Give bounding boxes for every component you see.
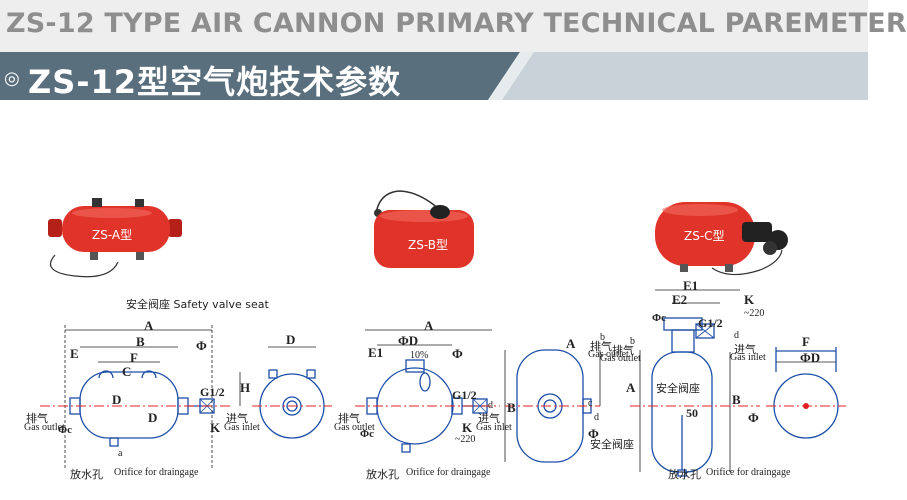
a-inlet-cn: 进气 [226,412,248,425]
b-dim-phi: Φ [452,346,463,361]
drawing-a-side [259,369,325,439]
a-drain-en: Orifice for draingage [114,467,199,478]
a-dim-phi: Φ [196,338,207,353]
b-drain-cn: 放水孔 [366,468,399,481]
header-top-bar [0,0,868,52]
a-dim-K: K [210,420,221,435]
b-dim-G12: G1/2 [452,388,477,402]
c-side-dim-phiD: ΦD [800,350,821,365]
a-dim-D: D [112,392,122,407]
b-side-dim-b: b [600,332,605,343]
a-valve-seat-label: 安全阀座 Safety valve seat [126,298,269,311]
b-dim-d: d [488,400,493,411]
c-dim-d: d [734,330,739,341]
tank-b-photo [374,190,474,268]
c-inlet-cn: 进气 [734,343,756,356]
b-dim-phiD: ΦD [398,333,419,348]
b-exhaust-en: Gas outlet [334,422,375,433]
c-dim-B: B [732,392,741,407]
a-dim-B: B [136,334,145,349]
a-dim-H: H [240,380,251,395]
c-dim-phi: Φ [748,410,759,425]
a-exhaust-cn: 排气 [26,412,48,425]
a-inlet-en: Gas inlet [224,422,260,433]
a-dim-G12: G1/2 [200,385,225,399]
technical-drawings [40,289,846,477]
center-dot [803,403,809,409]
english-title: ZS-12 TYPE AIR CANNON PRIMARY TECHNICAL … [6,8,907,39]
c-dim-E1: E1 [683,278,699,293]
c-exhaust-en: Gas outlet [600,353,641,364]
c-dim-phic: Φc [652,312,667,324]
b-side-dim-A: A [566,336,576,351]
b-side-dim-d: d [594,412,599,423]
c-valve-seat: 安全阀座 [656,382,700,395]
b-drain-en: Orifice for draingage [406,467,491,478]
a-dim-a: a [118,448,123,459]
product-photos [48,190,788,278]
b-side-dim-B: B [507,400,516,415]
b-dim-E1: E1 [368,345,384,360]
b-dim-size: ~220 [455,434,476,445]
c-dim-E2: E2 [672,292,688,307]
c-drain-cn: 放水孔 [668,468,701,481]
c-drain-en: Orifice for draingage [706,467,791,478]
b-dim-K: K [462,420,473,435]
c-dim-size: ~220 [744,308,765,319]
b-side-dim-c: c [588,398,593,409]
b-dim-phic: Φc [360,428,375,440]
c-dim-K: K [744,292,755,307]
drawing-a-front [69,370,215,447]
b-side-dim-phi: Φ [588,426,599,441]
title-band [0,52,868,100]
a-dim-F: F [130,350,138,365]
tank-a-label: ZS-A型 [92,228,133,242]
title-bullet-icon: ◎ [4,68,20,88]
a-dim-A: A [144,318,154,333]
b-dim-pct: 10% [410,350,429,361]
tank-a-photo [48,198,182,278]
a-side-dim-D: D [286,332,296,347]
a-dim-E: E [70,346,79,361]
tank-c-label: ZS-C型 [684,229,725,243]
b-side-exhaust-cn: 排气 [590,340,612,353]
a-dim-D2: D [148,410,158,425]
b-inlet-en: Gas inlet [476,422,512,433]
c-inlet-en: Gas inlet [730,352,766,363]
chinese-title: ZS-12型空气炮技术参数 [28,63,402,101]
a-exhaust-en: Gas outlet [24,422,65,433]
b-inlet-cn: 进气 [478,412,500,425]
c-side-dim-F: F [802,334,810,349]
tank-c-photo [655,202,788,276]
tank-b-label: ZS-B型 [408,238,448,252]
a-drain-cn: 放水孔 [70,468,103,481]
c-dim-G12: G1/2 [698,316,723,330]
b-side-valve-seat: 安全阀座 [590,438,634,451]
b-dim-A: A [424,318,434,333]
drawing-c-front [651,317,715,477]
a-dim-phic: Φc [58,424,73,436]
a-dim-C: C [122,364,132,379]
c-dim-50: 50 [686,406,698,420]
b-side-exhaust-en: Gas outlet [588,349,629,360]
c-dim-A: A [626,380,636,395]
c-dim-b: b [630,336,635,347]
c-exhaust-cn: 排气 [612,344,634,357]
b-exhaust-cn: 排气 [338,412,360,425]
